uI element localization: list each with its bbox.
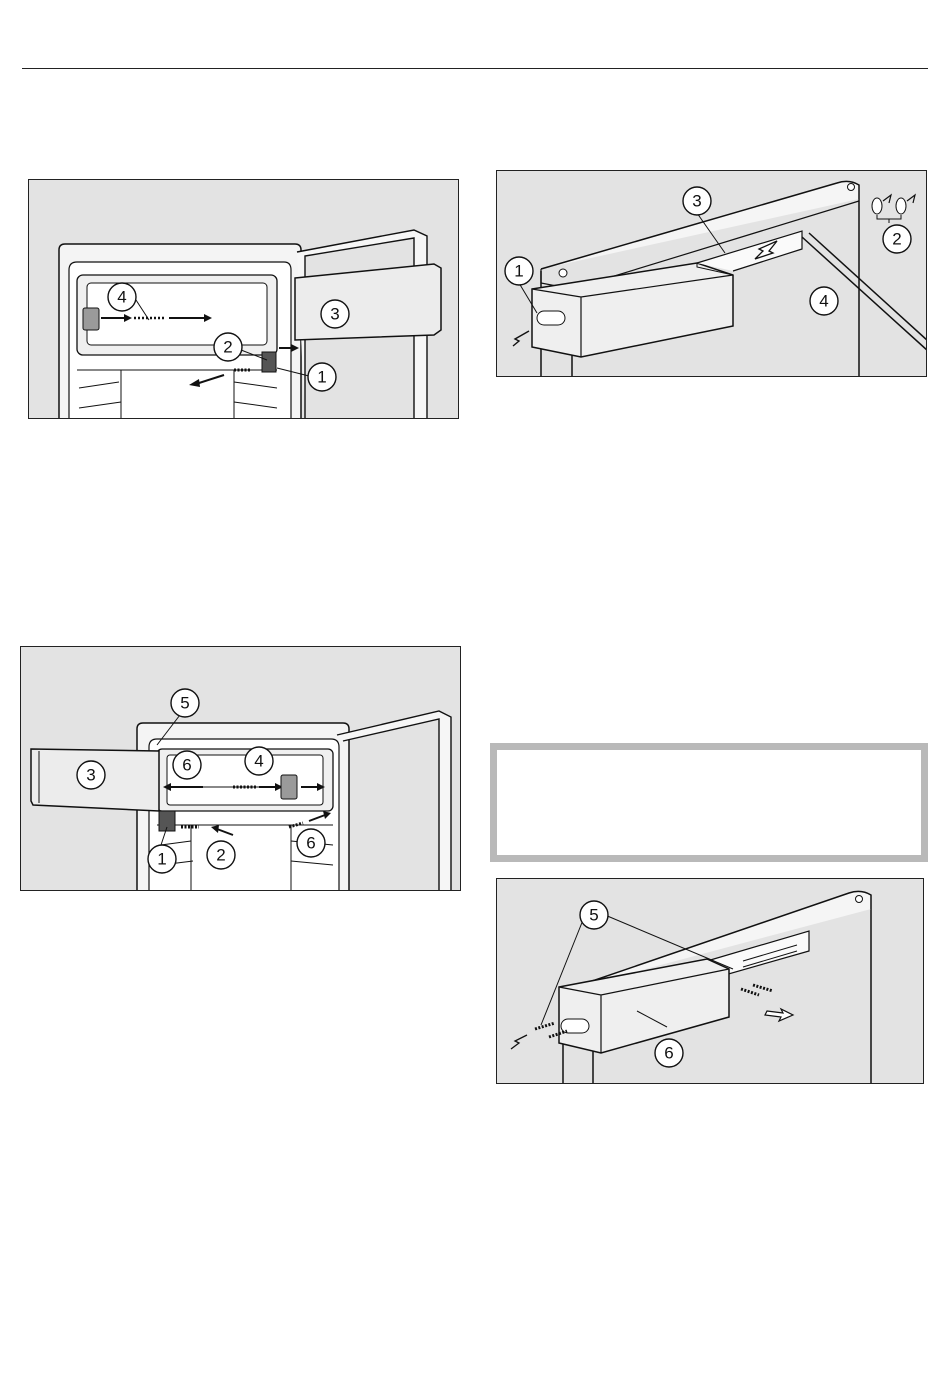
svg-text:1: 1 (157, 850, 166, 869)
figure-4-drawing: 5 6 (497, 879, 924, 1084)
callout-1: 1 (148, 845, 176, 873)
callout-1: 1 (505, 257, 533, 285)
svg-text:2: 2 (216, 846, 225, 865)
svg-text:6: 6 (664, 1044, 673, 1063)
callout-4: 4 (245, 747, 273, 775)
svg-text:3: 3 (86, 766, 95, 785)
figure-2-drawing: 3 1 4 2 (497, 171, 927, 377)
callout-3: 3 (683, 187, 711, 215)
svg-text:1: 1 (514, 262, 523, 281)
svg-text:2: 2 (892, 230, 901, 249)
header-rule (22, 68, 928, 69)
svg-text:4: 4 (254, 752, 263, 771)
callout-4: 4 (810, 287, 838, 315)
note-box (490, 743, 928, 862)
svg-text:1: 1 (317, 368, 326, 387)
callout-5: 5 (580, 901, 608, 929)
svg-text:2: 2 (223, 338, 232, 357)
callout-3: 3 (321, 300, 349, 328)
callout-3: 3 (77, 761, 105, 789)
svg-text:6: 6 (182, 756, 191, 775)
figure-4: 5 6 (496, 878, 924, 1084)
callout-6: 6 (655, 1039, 683, 1067)
callout-4: 4 (108, 283, 136, 311)
svg-text:3: 3 (330, 305, 339, 324)
callout-6: 6 (173, 751, 201, 779)
callout-5: 5 (171, 689, 199, 717)
callout-2: 2 (883, 225, 911, 253)
figure-3: 5 3 6 4 1 2 6 (20, 646, 461, 891)
svg-text:4: 4 (117, 288, 126, 307)
svg-text:4: 4 (819, 292, 828, 311)
callout-1: 1 (308, 363, 336, 391)
svg-text:6: 6 (306, 834, 315, 853)
svg-text:5: 5 (180, 694, 189, 713)
figure-2: 3 1 4 2 (496, 170, 927, 377)
callout-6: 6 (297, 829, 325, 857)
figure-1-drawing: 4 3 2 1 (29, 180, 459, 419)
svg-text:5: 5 (589, 906, 598, 925)
callout-2: 2 (207, 841, 235, 869)
callout-2: 2 (214, 333, 242, 361)
figure-1: 4 3 2 1 (28, 179, 459, 419)
svg-text:3: 3 (692, 192, 701, 211)
figure-3-drawing: 5 3 6 4 1 2 6 (21, 647, 461, 891)
